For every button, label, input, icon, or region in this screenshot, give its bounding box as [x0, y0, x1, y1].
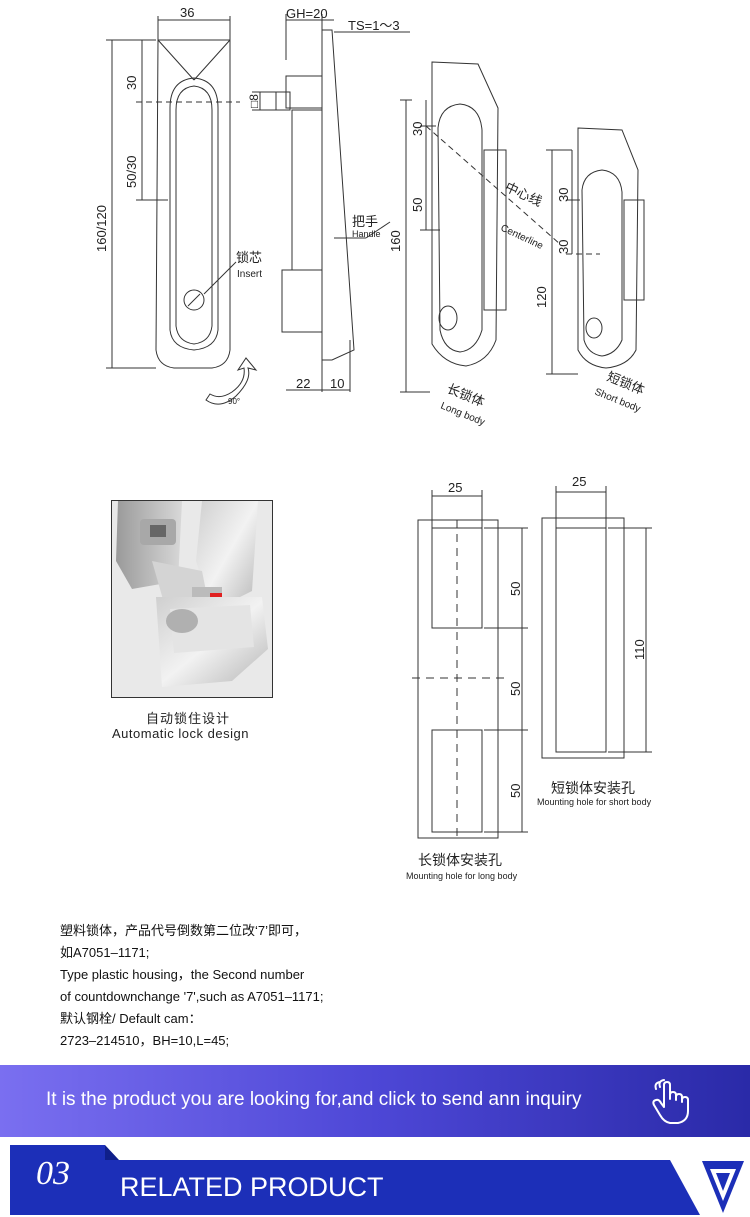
long-body-outline — [431, 61, 499, 367]
band-end-cap — [670, 1160, 700, 1215]
hole-dim-50c: 50 — [508, 784, 523, 798]
note-line-5: 默认钢栓/ Default cam： — [60, 1011, 202, 1026]
short-hole-frame — [541, 517, 625, 759]
insert-en-label: Insert — [237, 269, 262, 280]
inquiry-banner[interactable]: It is the product you are looking for,an… — [0, 1065, 750, 1137]
chevron-down-icon[interactable] — [700, 1159, 746, 1215]
dim-160-120: 160/120 — [94, 205, 109, 252]
side-view-outline — [321, 29, 355, 361]
related-product-band — [10, 1160, 670, 1215]
dim-gh: GH=20 — [286, 6, 328, 21]
dim-22: 22 — [296, 376, 310, 391]
long-dim-160: 160 — [388, 230, 403, 252]
long-dim-50: 50 — [410, 198, 425, 212]
hole-dim-110: 110 — [632, 639, 647, 660]
section-number: 03 — [36, 1155, 70, 1192]
note-line-3: Type plastic housing，the Second number — [60, 967, 305, 982]
short-hole-caption-en: Mounting hole for short body — [537, 797, 652, 807]
short-body-lock — [585, 317, 603, 339]
insert-cn-label: 锁芯 — [236, 250, 262, 265]
dim-10: 10 — [330, 376, 344, 391]
hole-dim-50a: 50 — [508, 582, 523, 596]
short-body-outline — [577, 127, 639, 369]
note-line-4: of countdownchange '7',such as A7051–117… — [60, 989, 324, 1004]
hole-dim-50b: 50 — [508, 682, 523, 696]
front-view-outline — [155, 39, 231, 369]
hole-dim-25a: 25 — [448, 480, 462, 495]
mounting-hole-drawings: 25 25 50 50 50 110 — [412, 474, 652, 839]
note-line-1: 塑料锁体，产品代号倒数第二位改‘7’即可， — [60, 923, 308, 938]
dim-sq8: □8 — [247, 94, 261, 108]
front-view-inner — [169, 77, 219, 351]
pointing-hand-icon[interactable] — [646, 1079, 692, 1125]
short-hole-caption-cn: 短锁体安装孔 — [551, 780, 635, 796]
section-number-tab: 03 — [10, 1145, 105, 1215]
long-body-lock — [438, 305, 458, 331]
related-product-title: RELATED PRODUCT — [120, 1172, 384, 1202]
auto-lock-caption-en: Automatic lock design — [112, 726, 249, 741]
insert-keyhole — [183, 289, 205, 311]
technical-drawing: 36 GH=20 TS=1～3 □8 30 50/30 160/120 锁芯 I… — [94, 5, 647, 428]
rotation-arrow — [205, 357, 258, 405]
long-hole-caption-cn: 长锁体安装孔 — [418, 852, 502, 868]
automatic-lock-photo — [111, 500, 273, 698]
short-dim-30a: 30 — [556, 188, 571, 202]
dim-50-30: 50/30 — [124, 155, 139, 188]
handle-en-label: Handle — [352, 229, 381, 239]
centerline-cn: 中心线 — [503, 179, 545, 209]
related-product-section: 03 RELATED PRODUCT — [0, 1145, 750, 1217]
dim-36: 36 — [180, 5, 194, 20]
dim-30: 30 — [124, 76, 139, 90]
long-hole-frame — [417, 519, 499, 839]
short-dim-30b: 30 — [556, 240, 571, 254]
rotation-degree: 90° — [228, 397, 240, 406]
long-hole-caption-en: Mounting hole for long body — [406, 871, 518, 881]
hole-dim-25b: 25 — [572, 474, 586, 489]
auto-lock-caption-cn: 自动锁住设计 — [146, 711, 231, 726]
long-dim-30: 30 — [410, 122, 425, 136]
note-line-6: 2723–214510，BH=10,L=45; — [60, 1033, 230, 1048]
tab-corner — [105, 1145, 119, 1160]
inquiry-banner-text[interactable]: It is the product you are looking for,an… — [46, 1089, 582, 1110]
lock-photo-illustration — [112, 501, 272, 697]
note-line-2: 如A7051–1171; — [60, 945, 150, 960]
short-dim-120: 120 — [534, 286, 549, 308]
handle-cn-label: 把手 — [352, 214, 378, 229]
dim-ts: TS=1～3 — [348, 18, 400, 33]
